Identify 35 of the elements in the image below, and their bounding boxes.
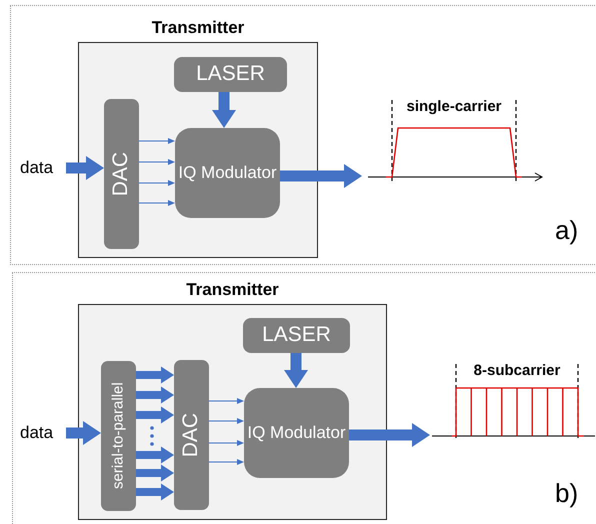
arrow [136,366,174,384]
block-title: Transmitter [185,280,280,300]
arrow [280,164,362,188]
spectrum-label: 8-subcarrier [474,362,560,379]
panel-label: a) [555,215,578,246]
arrow [138,159,175,165]
spectrum-label: single-carrier [406,98,502,115]
process-block: DAC [174,360,209,510]
arrow [212,92,236,128]
arrow [136,386,174,404]
arrow [66,156,104,180]
arrow [136,406,174,424]
process-block: serial-to-parallel [101,361,136,511]
process-block: LASER [243,318,350,353]
arrow [136,464,174,482]
arrow [138,200,175,206]
process-block: IQ Modulator [244,388,349,478]
arrow [284,353,308,388]
block-title: Transmitter [150,18,246,38]
arrow [349,423,430,447]
input-label: data [20,158,54,178]
panel-label: b) [555,478,578,509]
process-block: LASER [174,57,287,92]
arrow [138,180,175,186]
arrow [208,440,244,446]
arrow [208,459,244,465]
arrow [136,446,174,464]
arrow [138,138,175,144]
arrow [66,421,101,445]
process-block: IQ Modulator [175,128,280,218]
arrow [136,484,174,500]
arrow [208,398,244,404]
arrow [208,418,244,424]
input-label: data [20,423,54,443]
process-block: DAC [104,99,139,249]
